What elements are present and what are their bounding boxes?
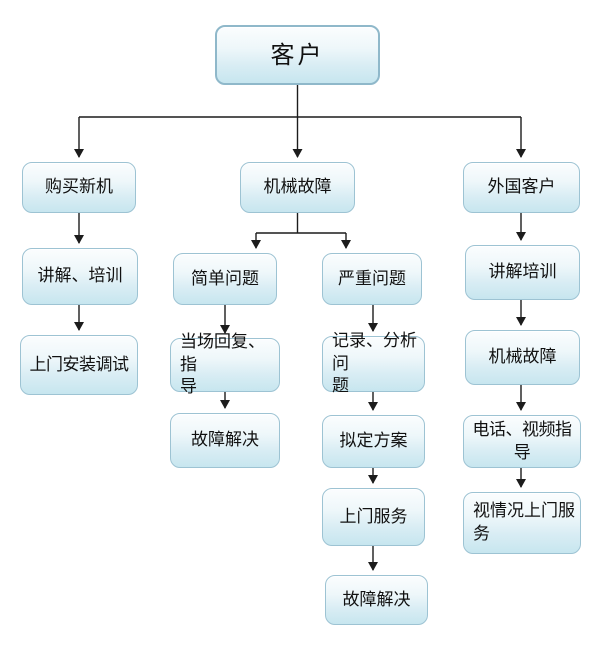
node-phone-video-guide: 电话、视频指导: [463, 415, 581, 468]
edge-group: [74, 85, 526, 571]
node-serious-problem: 严重问题: [322, 253, 422, 305]
node-onsite-install-debug-label: 上门安装调试: [29, 354, 130, 375]
node-mechanical-failure-foreign: 机械故障: [465, 330, 580, 385]
node-phone-video-guide-label: 电话、视频指导: [472, 419, 573, 463]
node-buy-new-machine-label: 购买新机: [45, 177, 113, 198]
node-problem-solved-simple-label: 故障解决: [191, 430, 259, 451]
node-onsite-service-label: 上门服务: [339, 506, 408, 527]
node-problem-solved-serious: 故障解决: [325, 575, 428, 625]
node-simple-problem: 简单问题: [173, 253, 277, 305]
node-foreign-customer-label: 外国客户: [487, 177, 556, 198]
node-mechanical-failure: 机械故障: [240, 162, 355, 213]
node-record-analyze-problem-label: 记录、分析问 题: [332, 330, 417, 397]
node-explain-training-label: 讲解培训: [488, 262, 557, 283]
node-onsite-service-as-needed-label: 视情况上门服 务: [473, 501, 575, 544]
node-explain-training: 讲解培训: [465, 245, 580, 300]
node-onsite-reply-guide-label: 当场回复、指 导: [180, 331, 265, 398]
node-draft-plan-label: 拟定方案: [339, 431, 408, 452]
node-onsite-reply-guide: 当场回复、指 导: [170, 332, 280, 397]
node-draft-plan: 拟定方案: [322, 415, 425, 468]
node-foreign-customer: 外国客户: [463, 162, 580, 213]
node-onsite-service: 上门服务: [322, 488, 425, 546]
node-serious-problem-label: 严重问题: [338, 268, 406, 289]
node-mechanical-failure-label: 机械故障: [263, 177, 332, 198]
node-buy-new-machine: 购买新机: [22, 162, 136, 213]
node-mechanical-failure-foreign-label: 机械故障: [488, 347, 557, 368]
node-onsite-install-debug: 上门安装调试: [20, 335, 138, 395]
node-simple-problem-label: 简单问题: [191, 268, 259, 289]
node-explain-train-label: 讲解、培训: [37, 266, 123, 287]
node-customer-label: 客户: [270, 40, 325, 69]
node-problem-solved-simple: 故障解决: [170, 413, 280, 468]
node-record-analyze-problem: 记录、分析问 题: [322, 331, 425, 396]
node-explain-train: 讲解、培训: [22, 248, 138, 305]
node-customer: 客户: [215, 25, 380, 85]
node-onsite-service-as-needed: 视情况上门服 务: [463, 492, 581, 554]
node-problem-solved-serious-label: 故障解决: [342, 589, 411, 610]
